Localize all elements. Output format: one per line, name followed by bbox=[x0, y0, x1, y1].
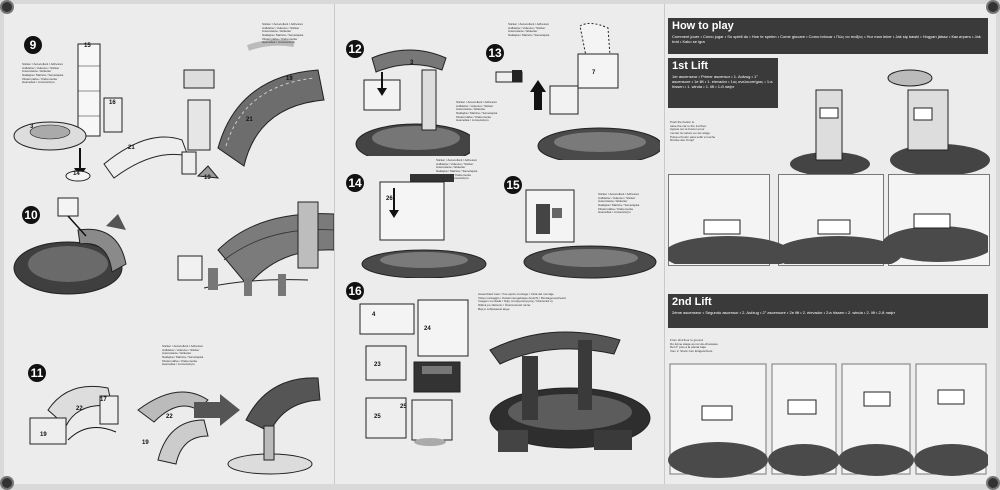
part-number: 22 bbox=[76, 406, 83, 412]
step-9-badge: 9 bbox=[24, 36, 42, 54]
part-number: 21 bbox=[246, 117, 253, 123]
step-10-badge: 10 bbox=[22, 206, 40, 224]
part-number: 3 bbox=[410, 60, 414, 66]
step-14-illustration bbox=[361, 174, 487, 278]
step-16-badge: 16 bbox=[346, 282, 364, 300]
lift1-title: 1st Lift bbox=[672, 60, 709, 72]
lift1-detail-illustrations bbox=[668, 213, 988, 264]
pushpin-bottom-right bbox=[986, 476, 1000, 490]
part-number: 25 bbox=[400, 404, 407, 410]
part-number: 14 bbox=[73, 171, 80, 177]
lift2-illustrations bbox=[668, 363, 988, 478]
part-number: 26 bbox=[386, 196, 393, 202]
lift1-header: 1st Lift 1er ascenseur • Primer ascensor… bbox=[668, 58, 778, 108]
assembled-view-multilang-text: Assembled view / Vue après montage / Vis… bbox=[478, 292, 566, 311]
part-number: 19 bbox=[142, 440, 149, 446]
fold-line-1 bbox=[334, 4, 335, 484]
part-number: 7 bbox=[592, 70, 596, 76]
pushpin-top-left bbox=[0, 0, 14, 14]
step-15-badge: 15 bbox=[504, 176, 522, 194]
part-number: 19 bbox=[40, 432, 47, 438]
step-12-illustration bbox=[355, 49, 470, 156]
step-13-illustration bbox=[495, 22, 660, 160]
lift2-title: 2nd Lift bbox=[672, 296, 712, 308]
part-number: 15 bbox=[84, 43, 91, 49]
part-number: 23 bbox=[374, 362, 381, 368]
part-number: 17 bbox=[100, 397, 107, 403]
step-12-badge: 12 bbox=[346, 40, 364, 58]
step-14-badge: 14 bbox=[346, 174, 364, 192]
lift2-header: 2nd Lift 2ème ascenseur • Segundo ascens… bbox=[668, 294, 988, 328]
step-9-illustration bbox=[13, 39, 325, 182]
lift1-subtitle: 1er ascenseur • Primer ascensor • 1. Auf… bbox=[672, 74, 773, 89]
lift2-subtitle: 2ème ascenseur • Segundo ascensor • 2. A… bbox=[672, 310, 896, 315]
step-16-illustration bbox=[359, 299, 651, 452]
part-number: 19 bbox=[286, 76, 293, 82]
part-number: 3 bbox=[30, 124, 34, 130]
fold-line-2 bbox=[664, 4, 665, 484]
part-number: 22 bbox=[166, 414, 173, 420]
part-number: 4 bbox=[372, 312, 376, 318]
lift1-illustration bbox=[790, 69, 990, 176]
part-number: 25 bbox=[374, 414, 381, 420]
pushpin-top-right bbox=[986, 0, 1000, 14]
pushpin-bottom-left bbox=[0, 476, 14, 490]
step-15-illustration bbox=[523, 189, 657, 279]
how-to-play-header: How to play Comment jouer • Cómo jugar •… bbox=[668, 18, 988, 54]
step-11-illustration bbox=[29, 377, 321, 475]
part-number: 16 bbox=[109, 100, 116, 106]
part-number: 21 bbox=[128, 145, 135, 151]
how-to-play-title: How to play bbox=[672, 20, 734, 32]
how-to-play-subtitle: Comment jouer • Cómo jugar • So spielt d… bbox=[672, 34, 981, 44]
step-11-badge: 11 bbox=[28, 364, 46, 382]
step-10-illustration bbox=[13, 197, 334, 296]
part-number: 19 bbox=[204, 175, 211, 181]
part-number: 24 bbox=[424, 326, 431, 332]
step-13-badge: 13 bbox=[486, 44, 504, 62]
